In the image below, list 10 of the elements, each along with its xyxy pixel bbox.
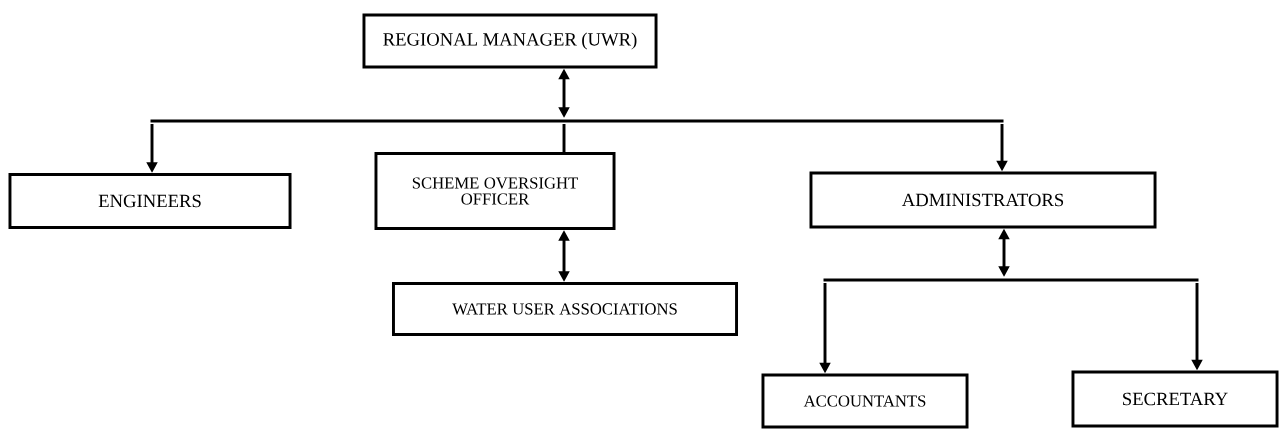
org-box: ADMINISTRATORS (809, 171, 1157, 229)
bus-bar (823, 278, 1199, 282)
bus-bar (150, 119, 1004, 123)
org-box: ACCOUNTANTS (761, 373, 969, 429)
org-box: SCHEME OVERSIGHT OFFICER (374, 152, 616, 230)
org-box: WATER USER ASSOCIATIONS (392, 282, 738, 336)
connector-line (562, 123, 566, 152)
org-box: ENGINEERS (8, 173, 292, 229)
org-box: REGIONAL MANAGER (UWR) (362, 13, 658, 69)
org-box: SECRETARY (1071, 370, 1279, 428)
